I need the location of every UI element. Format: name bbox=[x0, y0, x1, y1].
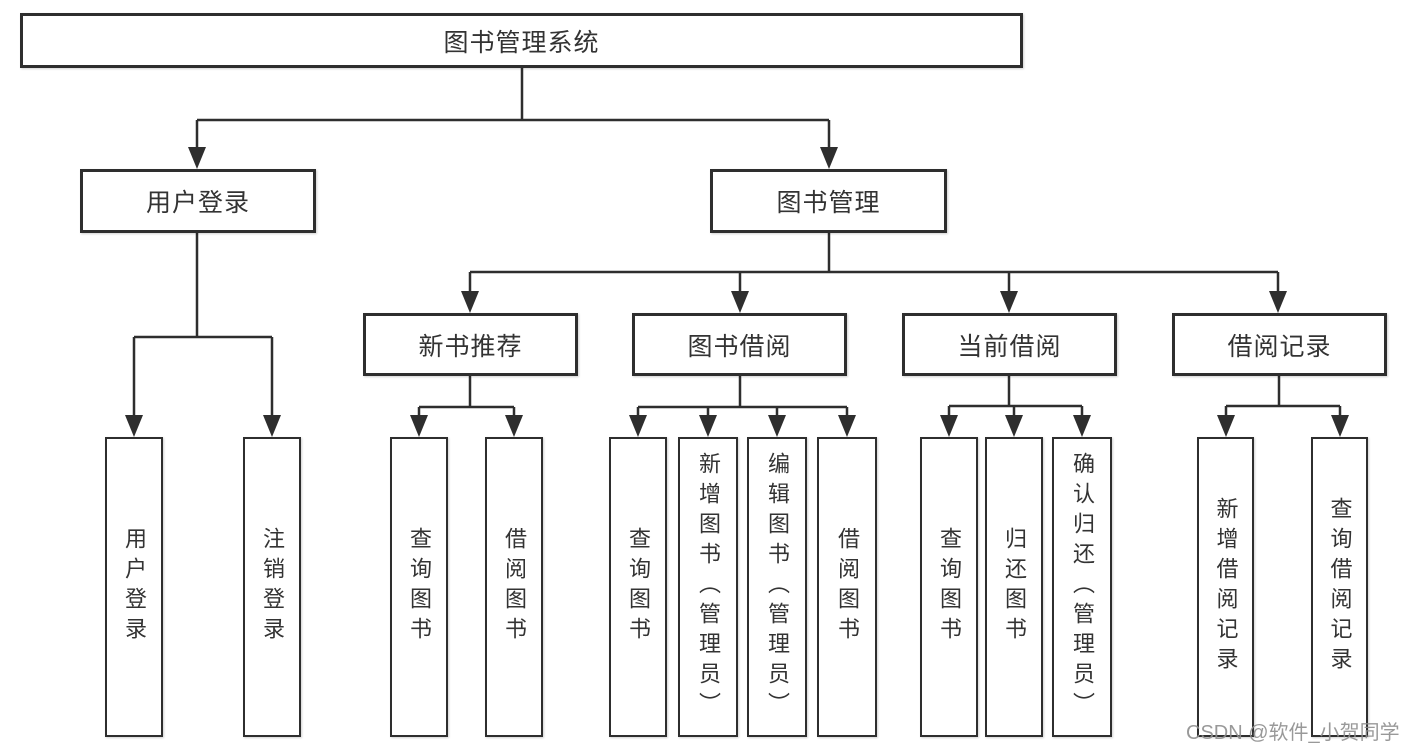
arrowhead bbox=[1269, 291, 1287, 313]
current-borrowing-connector bbox=[947, 376, 1084, 421]
node-current-borrowing: 当前借阅 bbox=[902, 313, 1117, 376]
arrowhead bbox=[263, 415, 281, 437]
leaf-return-books: 归还图书 bbox=[985, 437, 1043, 737]
leaf-label: 借阅图书 bbox=[502, 527, 527, 647]
arrowhead bbox=[629, 415, 647, 437]
leaf-label: 新增借阅记录 bbox=[1213, 497, 1239, 677]
arrowhead bbox=[838, 415, 856, 437]
new-book-recommendation-connector bbox=[417, 376, 516, 421]
leaf-query-books-recommend: 查询图书 bbox=[390, 437, 448, 737]
node-borrowing-records: 借阅记录 bbox=[1172, 313, 1387, 376]
leaf-user-login: 用户登录 bbox=[105, 437, 163, 737]
arrowhead bbox=[188, 147, 206, 169]
node-label: 图书管理 bbox=[776, 189, 881, 217]
node-library-management-system: 图书管理系统 bbox=[20, 13, 1023, 68]
leaf-label: 编辑图书（管理员） bbox=[765, 452, 790, 722]
leaf-label: 查询借阅记录 bbox=[1327, 497, 1353, 677]
leaf-query-books-current: 查询图书 bbox=[920, 437, 978, 737]
borrowing-records-connector bbox=[1224, 376, 1342, 421]
arrowhead bbox=[1073, 415, 1091, 437]
node-new-book-recommendation: 新书推荐 bbox=[363, 313, 578, 376]
node-label: 图书借阅 bbox=[687, 332, 792, 361]
arrowhead bbox=[699, 415, 717, 437]
leaf-label: 查询图书 bbox=[407, 527, 432, 647]
node-user-login: 用户登录 bbox=[80, 169, 316, 233]
arrowhead bbox=[1000, 291, 1018, 313]
leaf-logout: 注销登录 bbox=[243, 437, 301, 737]
leaf-borrow-books-borrowing: 借阅图书 bbox=[817, 437, 877, 737]
arrowhead bbox=[1331, 415, 1349, 437]
leaf-edit-book-admin: 编辑图书（管理员） bbox=[747, 437, 807, 737]
leaf-label: 新增图书（管理员） bbox=[696, 452, 721, 722]
arrowhead bbox=[410, 415, 428, 437]
leaf-label: 查询图书 bbox=[626, 527, 651, 647]
node-label: 当前借阅 bbox=[957, 332, 1062, 361]
leaf-query-books-borrowing: 查询图书 bbox=[609, 437, 667, 737]
arrowhead bbox=[461, 291, 479, 313]
watermark: CSDN @软件_小贺同学 bbox=[1186, 722, 1400, 744]
leaf-label: 注销登录 bbox=[260, 527, 285, 647]
leaf-add-book-admin: 新增图书（管理员） bbox=[678, 437, 738, 737]
leaf-label: 查询图书 bbox=[937, 527, 962, 647]
book-management-connector bbox=[468, 233, 1280, 295]
node-label: 借阅记录 bbox=[1227, 332, 1332, 361]
arrowhead bbox=[731, 291, 749, 313]
leaf-borrow-books-recommend: 借阅图书 bbox=[485, 437, 543, 737]
book-borrowing-connector bbox=[636, 376, 849, 421]
arrowhead bbox=[505, 415, 523, 437]
node-label: 新书推荐 bbox=[418, 332, 523, 361]
arrowhead bbox=[940, 415, 958, 437]
leaf-label: 用户登录 bbox=[122, 527, 147, 647]
root-connector bbox=[195, 68, 831, 151]
leaf-label: 借阅图书 bbox=[835, 527, 860, 647]
arrowhead bbox=[1005, 415, 1023, 437]
leaf-label: 归还图书 bbox=[1002, 527, 1027, 647]
leaf-confirm-return-admin: 确认归还（管理员） bbox=[1052, 437, 1112, 737]
user-login-connector bbox=[132, 233, 274, 419]
node-book-borrowing: 图书借阅 bbox=[632, 313, 847, 376]
node-label: 图书管理系统 bbox=[443, 28, 600, 57]
arrowhead bbox=[820, 147, 838, 169]
arrowhead bbox=[768, 415, 786, 437]
arrowhead bbox=[1217, 415, 1235, 437]
node-label: 用户登录 bbox=[145, 189, 250, 217]
leaf-add-borrow-record: 新增借阅记录 bbox=[1197, 437, 1254, 737]
leaf-label: 确认归还（管理员） bbox=[1070, 452, 1095, 722]
node-book-management: 图书管理 bbox=[710, 169, 947, 233]
arrowhead bbox=[125, 415, 143, 437]
leaf-query-borrow-record: 查询借阅记录 bbox=[1311, 437, 1368, 737]
